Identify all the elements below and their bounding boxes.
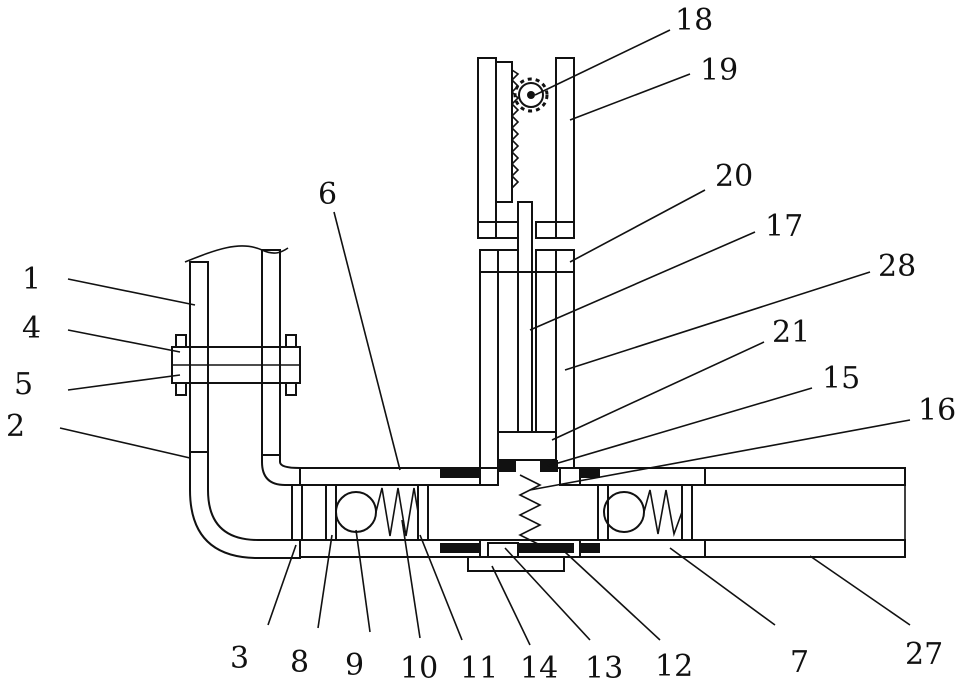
label-13: 13 [585,651,623,686]
vertical-cylinder [480,250,574,472]
label-19: 19 [700,53,738,88]
label-5: 5 [14,367,33,402]
label-3: 3 [230,641,249,676]
label-11: 11 [460,651,498,686]
seal-ring [292,485,302,540]
label-1: 1 [22,262,41,297]
label-2: 2 [6,409,25,444]
label-28: 28 [878,249,916,284]
outlet-pipe [705,468,905,557]
label-12: 12 [655,649,693,684]
label-17: 17 [765,209,803,244]
label-9: 9 [345,648,364,683]
rack-housing [478,58,574,432]
label-16: 16 [918,393,956,428]
label-4: 4 [22,311,41,346]
gear [515,79,547,111]
label-15: 15 [822,361,860,396]
label-21: 21 [772,315,810,350]
label-14: 14 [520,651,558,686]
label-27: 27 [905,637,943,672]
elbow [190,452,300,558]
label-10: 10 [400,651,438,686]
label-18: 18 [675,3,713,38]
inlet-pipe [185,246,288,455]
valve-housing-right [580,468,705,557]
label-20: 20 [715,159,753,194]
label-7: 7 [790,645,809,680]
center-chamber [480,468,580,557]
left-check-valve [336,488,418,536]
label-8: 8 [290,645,309,680]
label-6: 6 [318,177,337,212]
valve-housing-left [300,468,480,557]
